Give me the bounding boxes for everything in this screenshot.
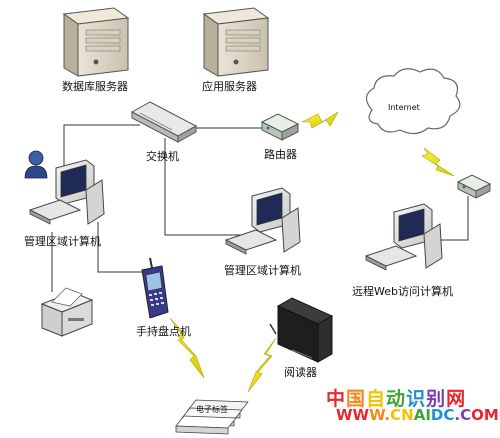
router-icon (260, 113, 300, 141)
db-server-label: 数据库服务器 (62, 80, 128, 93)
watermark-url-char: . (454, 406, 461, 424)
handheld-label: 手持盘点机 (136, 325, 191, 338)
computer-icon (224, 187, 301, 255)
switch-icon (130, 101, 198, 143)
watermark-char: 别 (426, 388, 447, 410)
watermark-site-name: 中国自动识别网 (326, 384, 466, 411)
watermark-url-char: C (390, 406, 402, 424)
watermark-char: 国 (346, 388, 367, 410)
watermark-url-char: W (352, 406, 370, 424)
lightning-icon (247, 337, 277, 393)
server-icon (62, 7, 130, 77)
watermark-url-char: C (460, 406, 472, 424)
app-server-label: 应用服务器 (202, 80, 257, 93)
watermark-char: 自 (366, 388, 387, 410)
watermark-char: 识 (406, 388, 427, 410)
internet-label: Internet (388, 103, 420, 112)
server-icon (202, 7, 270, 77)
printer-icon (40, 287, 94, 337)
watermark-url-char: I (425, 406, 431, 424)
watermark-url-char: A (413, 406, 426, 424)
lightning-icon (301, 111, 339, 129)
watermark-url: WWW.CNAIDC.COM (336, 406, 499, 424)
watermark-url-char: D (430, 406, 444, 424)
user-icon (24, 150, 48, 179)
reader-icon (269, 297, 334, 363)
router-icon (456, 174, 492, 199)
cloud-icon (365, 68, 461, 135)
reader-label: 阅读器 (284, 366, 317, 379)
watermark-url-char: C (443, 406, 455, 424)
watermark-url-char: M (483, 406, 499, 424)
watermark-url-char: . (384, 406, 391, 424)
remote-computer-label: 远程Web访问计算机 (352, 285, 453, 298)
watermark-url-char: N (401, 406, 414, 424)
watermark-url-char: O (471, 406, 484, 424)
watermark-url-char: W (369, 406, 385, 424)
handheld-icon (141, 257, 169, 319)
tag-label: 电子标签 (196, 405, 228, 414)
watermark-url-char: W (336, 406, 353, 424)
center-computer-label: 管理区域计算机 (224, 264, 301, 277)
lightning-icon (169, 317, 205, 379)
watermark-char: 动 (386, 388, 407, 410)
rfid-tag-icon (175, 399, 249, 435)
left-computer-label: 管理区域计算机 (24, 235, 101, 248)
computer-icon (364, 203, 443, 271)
watermark-char: 网 (446, 388, 467, 410)
router-label: 路由器 (264, 148, 297, 161)
connection-lines (51, 124, 469, 292)
lightning-icon (421, 147, 455, 177)
computer-icon (28, 159, 105, 225)
switch-label: 交换机 (146, 150, 179, 163)
watermark-char: 中 (326, 388, 347, 410)
